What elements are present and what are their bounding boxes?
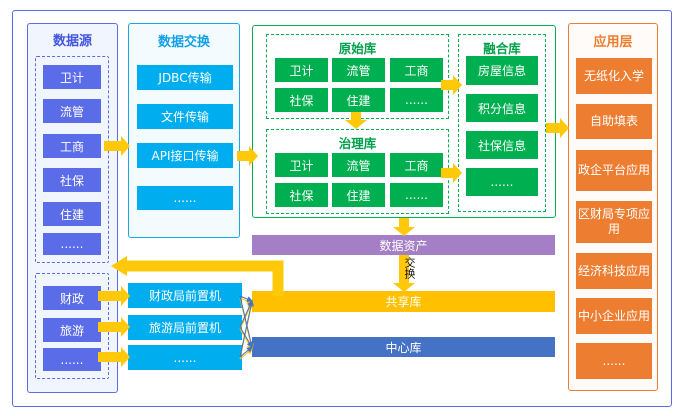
datasource-panel: 数据源 卫计 流管 工商 社保 住建 ...... 财政 旅游 ...... xyxy=(27,23,118,393)
datasource-title: 数据源 xyxy=(52,34,92,49)
raw-library-item: 住建 xyxy=(332,88,385,112)
exchange-title: 数据交换 xyxy=(157,35,210,50)
governance-library-title: 治理库 xyxy=(338,136,377,151)
application-item: 自助填表 xyxy=(576,104,652,139)
arrow-right-icon xyxy=(237,146,258,166)
arrow-right-icon xyxy=(441,75,462,95)
arrow-right-icon xyxy=(546,118,569,138)
datasource-item: 社保 xyxy=(43,168,101,192)
arrow-right-icon xyxy=(441,163,462,183)
application-item: 经济科技应用 xyxy=(576,253,652,289)
datasource-primary-group xyxy=(35,56,109,263)
shared-library-bar: 共享库 xyxy=(252,291,555,312)
governance-library-item: 住建 xyxy=(332,183,385,207)
application-panel: 应用层 无纸化入学 自助填表 政企平台应用 区财局专项应用 经济科技应用 中小企… xyxy=(568,23,658,391)
datasource-item: 财政 xyxy=(43,286,101,310)
exchange-method: 文件传输 xyxy=(137,104,233,129)
exchange-flow-label: 交换 xyxy=(403,257,416,279)
datasource-item: 旅游 xyxy=(43,318,101,342)
application-item: 中小企业应用 xyxy=(576,298,652,334)
raw-library-item: 卫计 xyxy=(275,58,328,82)
arrow-down-icon xyxy=(345,112,367,129)
application-item: 无纸化入学 xyxy=(576,58,652,94)
governance-library-item: 社保 xyxy=(275,183,328,207)
governance-library-item: 流管 xyxy=(332,153,385,177)
frontend-to-libraries-links xyxy=(239,295,254,360)
governance-library-item: 卫计 xyxy=(275,153,328,177)
fusion-library-item: ...... xyxy=(466,168,538,196)
governance-library-box: 治理库 卫计 流管 工商 社保 住建 ...... xyxy=(266,129,449,214)
fusion-library-item: 积分信息 xyxy=(466,94,538,122)
raw-library-item: 社保 xyxy=(275,88,328,112)
data-asset-bar: 数据资产 xyxy=(252,235,555,255)
datasource-item: 住建 xyxy=(43,202,101,226)
arrow-right-icon xyxy=(98,347,130,367)
library-section: 原始库 卫计 流管 工商 社保 住建 ...... 治理库 卫计 流管 工商 社… xyxy=(252,25,556,218)
datasource-item: 流管 xyxy=(43,99,101,123)
datasource-item: 卫计 xyxy=(43,65,101,89)
fusion-library-title: 融合库 xyxy=(483,41,521,56)
arrow-down-icon xyxy=(393,218,415,236)
arrow-right-icon xyxy=(104,136,130,156)
arrow-right-icon xyxy=(98,317,130,337)
exchange-method: ...... xyxy=(137,186,233,210)
fusion-library-item: 房屋信息 xyxy=(466,56,538,85)
raw-library-box: 原始库 卫计 流管 工商 社保 住建 ...... xyxy=(266,34,449,119)
fusion-library-item: 社保信息 xyxy=(466,131,538,159)
exchange-method: JDBC传输 xyxy=(137,65,233,90)
exchange-method: API接口传输 xyxy=(137,143,233,168)
application-item: 区财局专项应用 xyxy=(576,201,652,243)
frontend-machine: ...... xyxy=(128,345,242,370)
datasource-item: 工商 xyxy=(43,134,101,158)
raw-library-item: 流管 xyxy=(332,58,385,82)
raw-library-item: 工商 xyxy=(390,58,443,82)
raw-library-item: ...... xyxy=(390,88,443,112)
application-item: 政企平台应用 xyxy=(576,150,652,191)
governance-library-item: 工商 xyxy=(390,153,443,177)
arrow-down-icon xyxy=(393,255,415,292)
frontend-machine: 旅游局前置机 xyxy=(128,315,242,340)
datasource-item: ...... xyxy=(43,348,101,371)
fusion-library-box: 融合库 房屋信息 积分信息 社保信息 ...... xyxy=(458,34,546,212)
arrow-right-icon xyxy=(98,286,130,306)
frontend-machine: 财政局前置机 xyxy=(128,283,242,308)
exchange-panel: 数据交换 JDBC传输 文件传输 API接口传输 ...... xyxy=(128,23,240,238)
raw-library-title: 原始库 xyxy=(338,41,377,56)
application-title: 应用层 xyxy=(593,35,633,50)
governance-library-item: ...... xyxy=(390,183,443,207)
application-item: ...... xyxy=(576,343,652,379)
central-library-bar: 中心库 xyxy=(252,337,555,357)
diagram-frame xyxy=(12,10,672,407)
arrow-elbow-left-icon xyxy=(111,256,284,296)
datasource-item: ...... xyxy=(43,233,101,255)
